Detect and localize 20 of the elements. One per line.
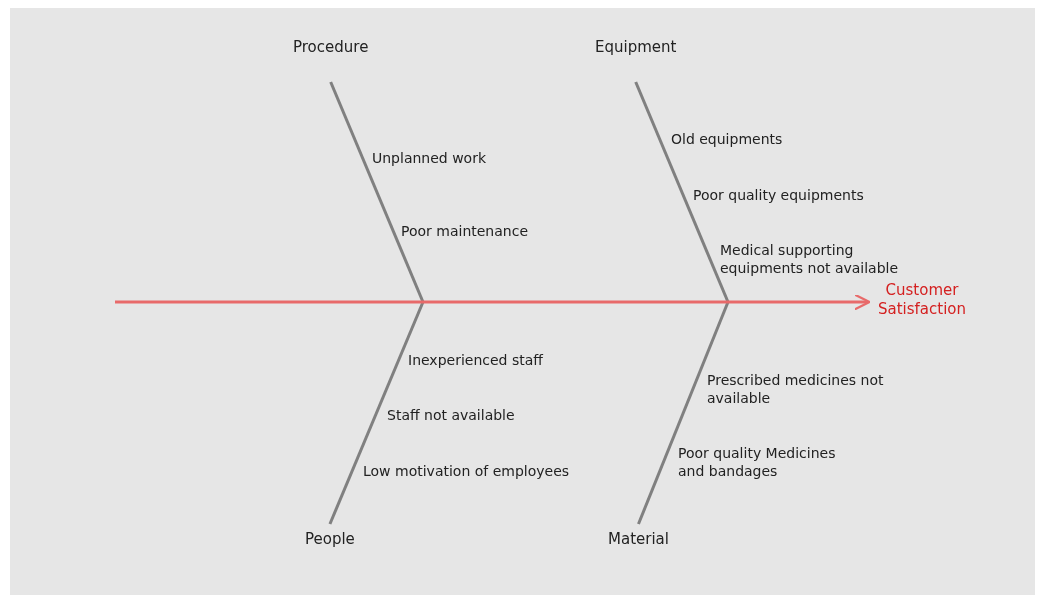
category-label: Equipment — [595, 38, 677, 57]
cause-label: Prescribed medicines not available — [707, 371, 885, 407]
cause-label: Poor maintenance — [401, 222, 528, 240]
cause-label: Medical supporting equipments not available — [720, 241, 900, 277]
cause-label: Staff not available — [387, 406, 515, 424]
fishbone-branch — [637, 301, 730, 525]
category-label: People — [305, 530, 355, 549]
spine-arrow — [115, 293, 871, 311]
cause-label: Inexperienced staff — [408, 351, 543, 369]
cause-label: Old equipments — [671, 130, 783, 148]
fishbone-branch — [328, 301, 425, 525]
cause-label: Poor quality Medicines and bandages — [678, 444, 837, 480]
category-label: Procedure — [293, 38, 369, 57]
category-label: Material — [608, 530, 669, 549]
fishbone-branch — [634, 81, 730, 303]
cause-label: Low motivation of employees — [363, 462, 570, 480]
effect-label: Customer Satisfaction — [872, 281, 972, 319]
fishbone-branch — [329, 81, 425, 303]
cause-label: Poor quality equipments — [693, 186, 864, 204]
cause-label: Unplanned work — [372, 149, 487, 167]
